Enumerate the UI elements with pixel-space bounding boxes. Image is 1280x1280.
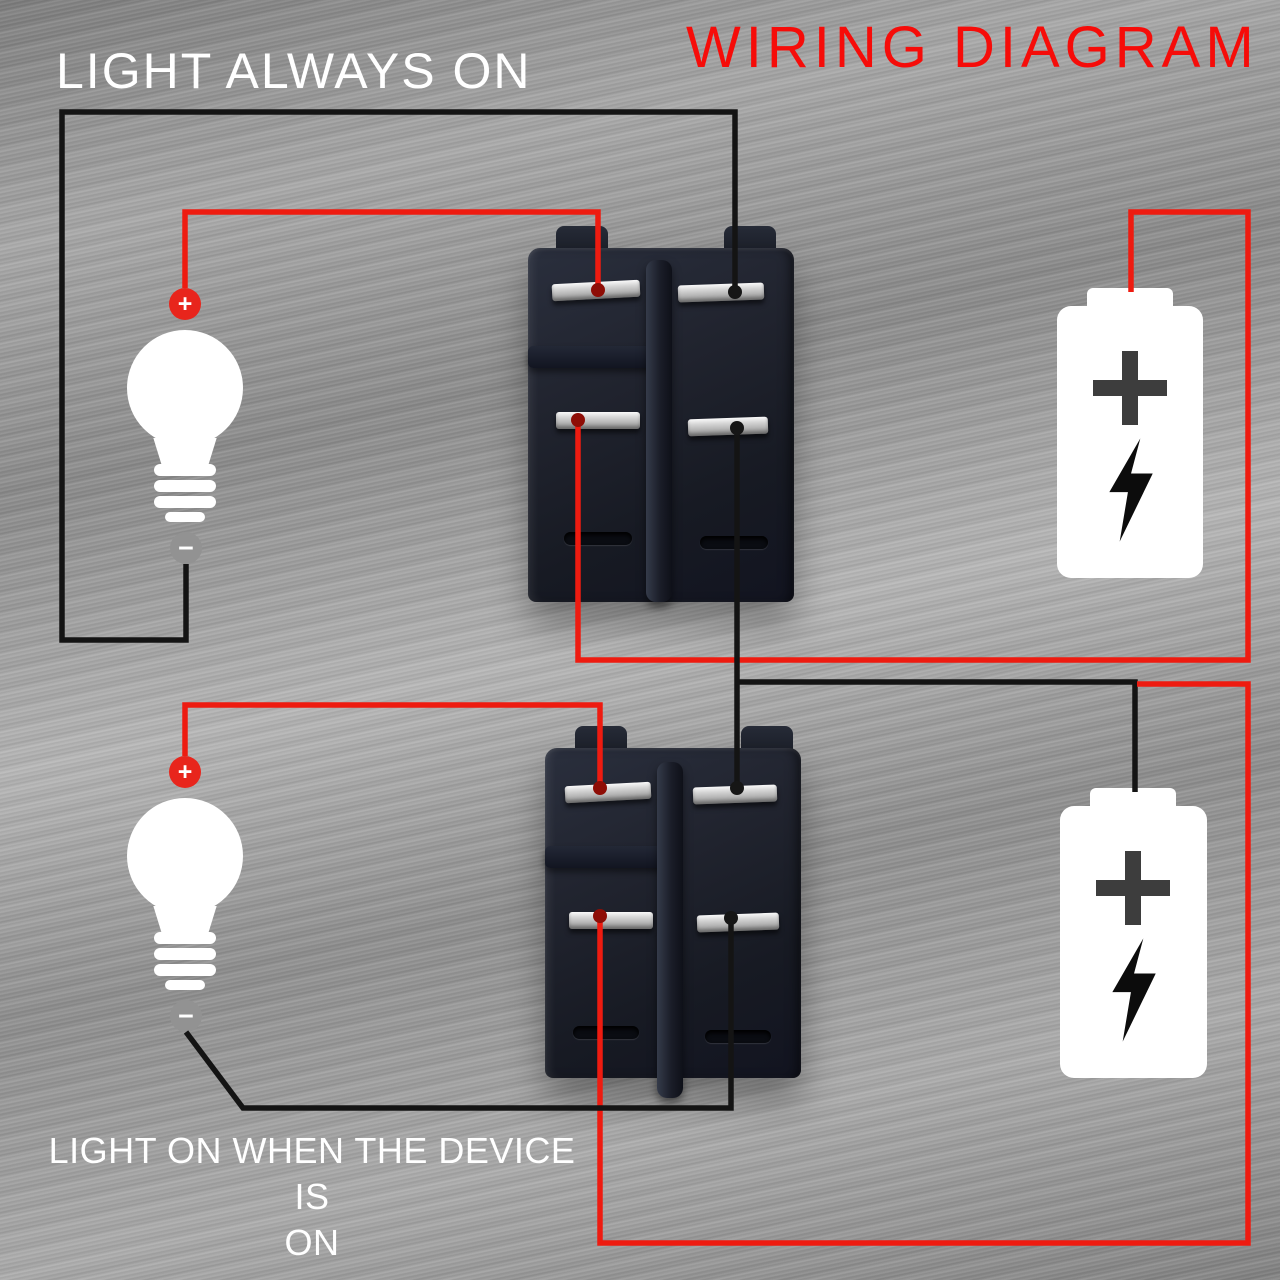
switch-crossbar: [545, 846, 671, 868]
bulb-base-tip: [165, 980, 205, 990]
bulb-thread: [154, 496, 216, 508]
switch-terminal: [687, 416, 769, 437]
bulb-thread: [154, 964, 216, 976]
bulb-base-tip: [165, 512, 205, 522]
switch-divider: [657, 762, 683, 1098]
rocker-switch-icon: [528, 226, 794, 602]
light-bulb-icon: + −: [127, 756, 243, 1046]
switch-slot: [564, 532, 632, 545]
switch-crossbar: [528, 346, 658, 368]
bulb-thread: [154, 948, 216, 960]
battery-icon: [1060, 788, 1207, 1080]
bulb-neck: [153, 438, 217, 466]
plus-icon: [1096, 851, 1170, 925]
switch-terminal: [556, 412, 640, 429]
battery-icon: [1057, 288, 1203, 580]
wire-red-bulb-plus-bottom: [182, 702, 603, 788]
bulb-thread: [154, 464, 216, 476]
switch-terminal: [696, 912, 780, 933]
switch-divider: [646, 260, 672, 602]
switch-terminal: [692, 784, 778, 805]
negative-terminal-badge: −: [170, 532, 202, 564]
bottom-section-label: LIGHT ON WHEN THE DEVICE IS ON: [38, 1128, 586, 1266]
bulb-thread: [154, 932, 216, 944]
lightning-bolt-icon: [1109, 438, 1153, 542]
positive-terminal-badge: +: [169, 288, 201, 320]
diagram-title: WIRING DIAGRAM: [686, 15, 1259, 80]
switch-slot: [573, 1026, 639, 1039]
plus-icon: [1093, 351, 1167, 425]
bottom-section-label-line1: LIGHT ON WHEN THE DEVICE IS: [48, 1130, 576, 1218]
bottom-section-label-line2: ON: [284, 1222, 340, 1264]
positive-terminal-badge: +: [169, 756, 201, 788]
switch-terminal: [677, 282, 765, 303]
bulb-glass: [127, 798, 243, 914]
switch-slot: [700, 536, 768, 549]
negative-terminal-badge: −: [170, 1000, 202, 1032]
rocker-switch-icon: [545, 726, 801, 1098]
bulb-glass: [127, 330, 243, 446]
bulb-neck: [153, 906, 217, 934]
light-bulb-icon: + −: [127, 288, 243, 578]
switch-terminal: [569, 912, 653, 929]
switch-slot: [705, 1030, 771, 1043]
bulb-thread: [154, 480, 216, 492]
top-section-label: LIGHT ALWAYS ON: [56, 43, 532, 99]
lightning-bolt-icon: [1112, 938, 1156, 1042]
